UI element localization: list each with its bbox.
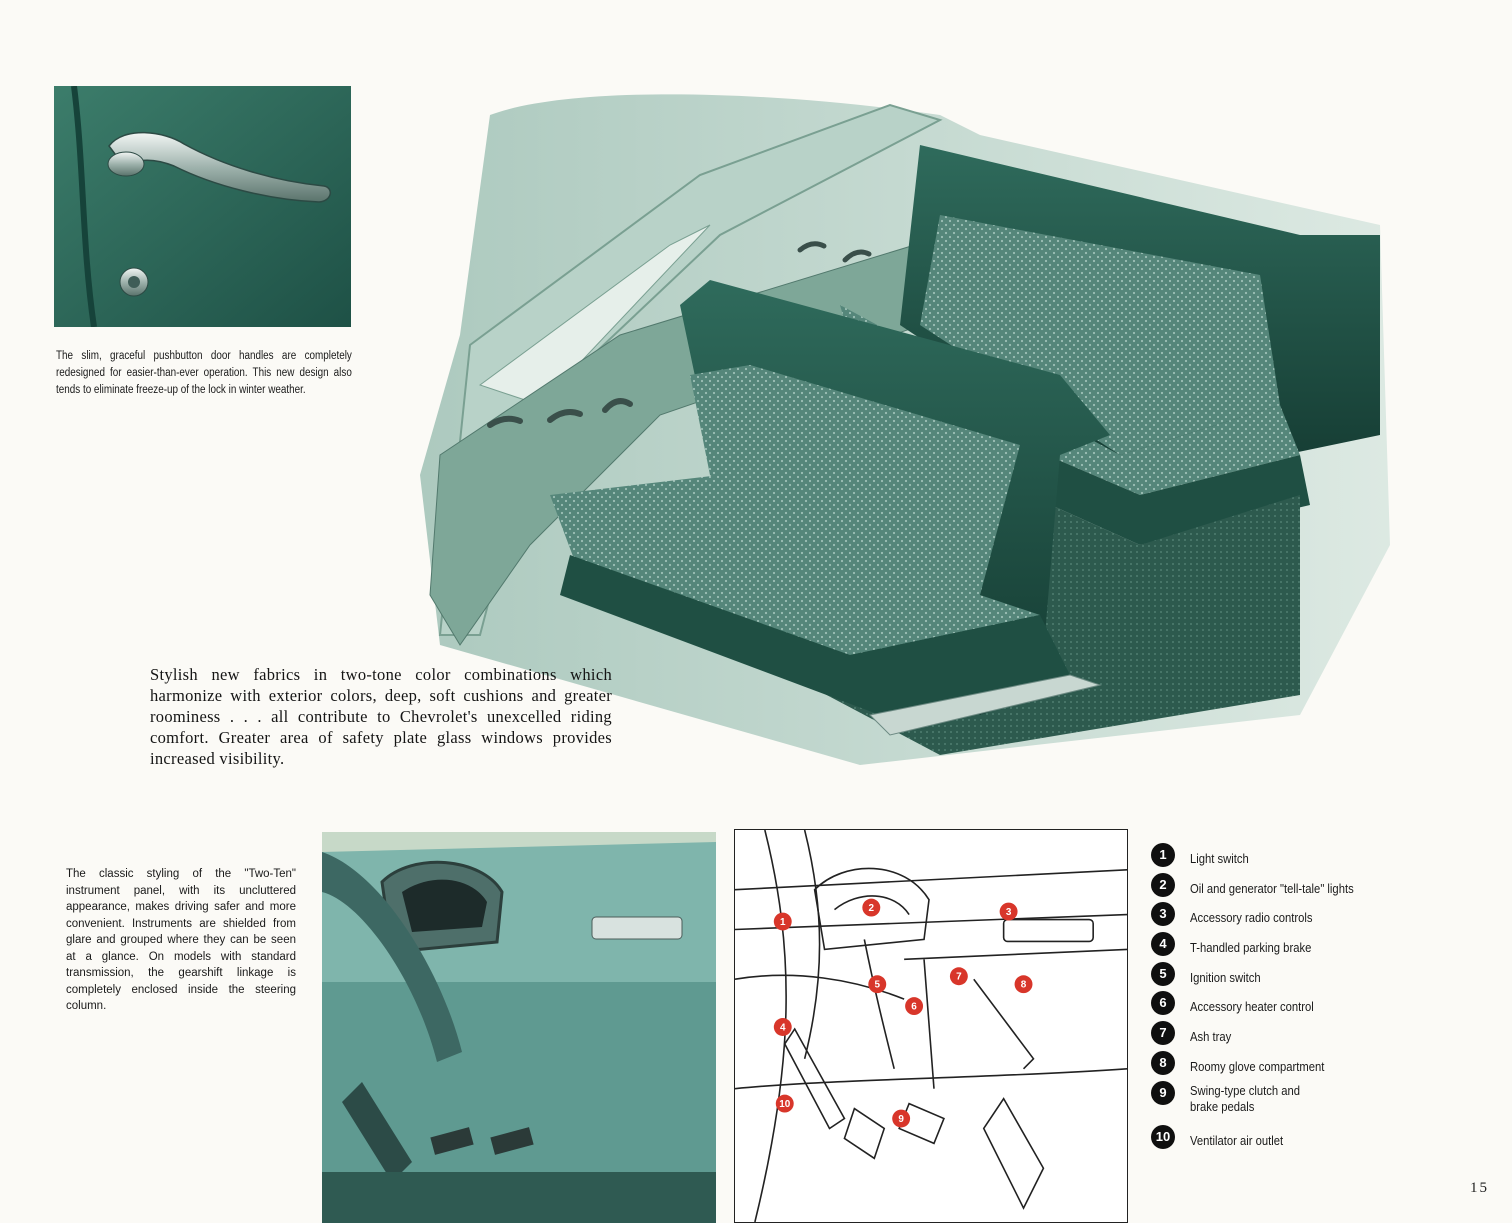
diagram-marker-label: 10 [779, 1099, 791, 1110]
legend-number-badge: 10 [1151, 1124, 1175, 1149]
diagram-marker-label: 5 [875, 980, 881, 991]
diagram-marker-dot [773, 912, 792, 931]
diagram-marker-10: 10 [775, 1094, 794, 1113]
diagram-marker-label: 4 [780, 1022, 786, 1033]
legend-item: 9 Swing-type clutch and brake pedals [1151, 1080, 1451, 1125]
diagram-marker-dot [892, 1109, 911, 1128]
legend-item: 8 Roomy glove compartment [1151, 1050, 1451, 1081]
legend-number-badge: 9 [1151, 1080, 1175, 1105]
legend-number-badge: 3 [1151, 902, 1175, 927]
diagram-marker-dot [775, 1094, 794, 1113]
legend-item: 5 Ignition switch [1151, 961, 1451, 992]
instrument-panel-caption: The classic styling of the "Two-Ten" ins… [66, 868, 296, 1012]
legend-item: 7 Ash tray [1151, 1021, 1451, 1051]
legend-label: Accessory radio controls [1190, 911, 1313, 926]
door-handle-photo [54, 86, 351, 327]
legend-label: Ventilator air outlet [1190, 1133, 1284, 1148]
legend-label: Ignition switch [1190, 970, 1261, 985]
legend-label: Ash tray [1190, 1030, 1232, 1045]
diagram-marker-label: 7 [956, 972, 962, 983]
diagram-marker-label: 2 [869, 903, 875, 914]
diagram-marker-label: 1 [780, 917, 786, 928]
diagram-marker-label: 3 [1006, 907, 1012, 918]
dashboard-photo [322, 832, 716, 1223]
seats-drawing [420, 94, 1390, 765]
diagram-marker-dot [999, 902, 1018, 921]
legend-label: Swing-type clutch and brake pedals [1190, 1083, 1301, 1114]
diagram-marker-2: 2 [862, 898, 881, 917]
diagram-marker-dot [905, 997, 924, 1016]
legend-item: 2 Oil and generator "tell-tale" lights [1151, 872, 1451, 903]
legend-number-badge: 8 [1151, 1050, 1175, 1075]
diagram-marker-6: 6 [905, 997, 924, 1016]
door-handle-caption: The slim, graceful pushbutton door handl… [56, 350, 352, 396]
legend-label: Accessory heater control [1190, 1000, 1314, 1015]
door-handle-illustration [54, 86, 351, 327]
interior-seats-illustration [420, 75, 1400, 775]
dashboard-diagram: 1 2 3 4 5 6 7 8 9 10 [734, 829, 1128, 1223]
dashboard-legend: 1 Light switch 2 Oil and generator "tell-ta… [1151, 843, 1451, 1154]
legend-item: 10 Ventilator air outlet [1151, 1124, 1451, 1155]
dashboard-line-drawing: 1 2 3 4 5 6 7 8 9 10 [735, 830, 1127, 1222]
dashboard-illustration [322, 832, 716, 1223]
diagram-marker-dot [1014, 975, 1033, 994]
legend-number-badge: 1 [1151, 843, 1175, 867]
legend-label: Light switch [1190, 852, 1249, 866]
diagram-marker-dot [868, 975, 887, 994]
page-number: 15 [1470, 1180, 1489, 1196]
diagram-marker-4: 4 [773, 1018, 792, 1036]
diagram-marker-9: 9 [892, 1109, 911, 1128]
diagram-marker-5: 5 [868, 975, 887, 994]
legend-item: 6 Accessory heater control [1151, 991, 1451, 1021]
fabric-caption: Stylish new fabrics in two-tone color co… [150, 665, 612, 768]
legend-item: 1 Light switch [1151, 843, 1451, 873]
legend-label: Roomy glove compartment [1190, 1059, 1325, 1074]
legend-label: Oil and generator "tell-tale" lights [1190, 881, 1354, 896]
legend-label: T-handled parking brake [1190, 941, 1312, 956]
legend-number-badge: 4 [1151, 932, 1175, 957]
legend-number-badge: 7 [1151, 1021, 1175, 1046]
diagram-marker-8: 8 [1014, 975, 1033, 994]
legend-number-badge: 5 [1151, 961, 1175, 986]
diagram-marker-dot [773, 1018, 792, 1036]
diagram-marker-label: 9 [898, 1114, 904, 1125]
diagram-marker-label: 6 [911, 1002, 917, 1013]
diagram-marker-label: 8 [1021, 980, 1027, 991]
legend-number-badge: 2 [1151, 872, 1175, 897]
diagram-marker-dot [949, 967, 968, 986]
legend-item: 3 Accessory radio controls [1151, 902, 1451, 932]
legend-number-badge: 6 [1151, 991, 1175, 1016]
diagram-marker-7: 7 [949, 967, 968, 986]
diagram-marker-dot [862, 898, 881, 917]
diagram-marker-1: 1 [773, 912, 792, 931]
diagram-marker-3: 3 [999, 902, 1018, 921]
legend-item: 4 T-handled parking brake [1151, 932, 1451, 962]
